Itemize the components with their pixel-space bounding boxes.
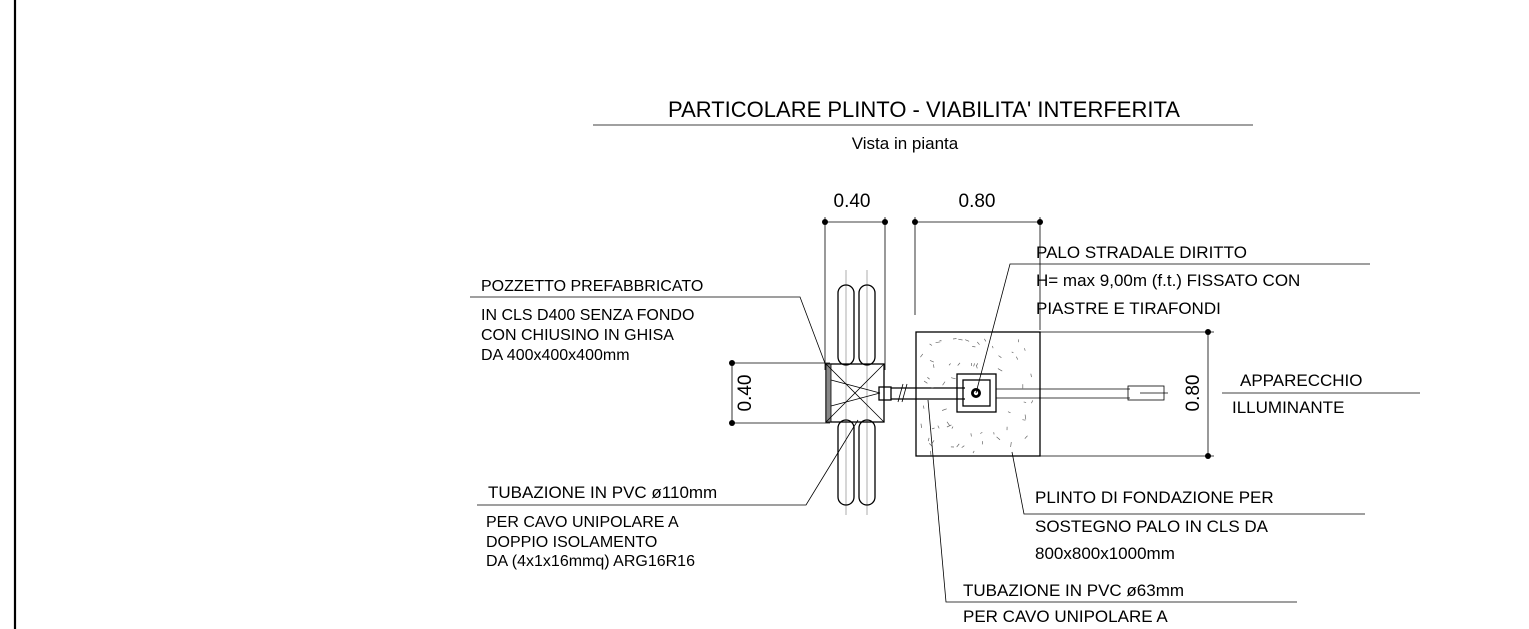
callout-line: PER CAVO UNIPOLARE A — [486, 514, 679, 531]
callout-line: ILLUMINANTE — [1232, 398, 1344, 417]
dimension-value: 0.80 — [959, 191, 996, 212]
callout-line: H= max 9,00m (f.t.) FISSATO CON — [1036, 271, 1300, 290]
hatch-speck — [930, 450, 932, 456]
hatch-speck — [929, 343, 933, 346]
dimension-value: 0.40 — [735, 375, 756, 412]
hatch-speck — [951, 377, 956, 380]
hatch-speck — [980, 432, 983, 434]
hatch-speck — [1010, 442, 1012, 448]
hatch-speck — [935, 341, 941, 344]
hatch-speck — [997, 368, 1003, 372]
leader-tubazione-63 — [927, 399, 1297, 603]
leader-palo — [975, 263, 1370, 394]
hatch-speck — [1024, 348, 1026, 351]
hatch-speck — [976, 363, 979, 366]
callout-palo: PALO STRADALE DIRITTO H= max 9,00m (f.t.… — [1036, 243, 1300, 318]
callout-pozzetto: POZZETTO PREFABBRICATO IN CLS D400 SENZA… — [481, 278, 703, 364]
callout-line: IN CLS D400 SENZA FONDO — [481, 307, 694, 324]
leader-pozzetto — [470, 296, 827, 367]
dimension-value: 0.80 — [1183, 375, 1204, 412]
callout-plinto: PLINTO DI FONDAZIONE PER SOSTEGNO PALO I… — [1035, 488, 1274, 563]
pvc-pipes-110 — [837, 270, 876, 515]
hatch-speck — [946, 424, 952, 428]
hatch-speck — [946, 421, 950, 426]
hatch-speck — [920, 353, 924, 358]
callout-line: 800x800x1000mm — [1035, 544, 1175, 563]
drawing-title: PARTICOLARE PLINTO - VIABILITA' INTERFER… — [668, 97, 1180, 122]
pozzetto-well — [825, 363, 885, 423]
hatch-speck — [961, 445, 965, 448]
hatch-speck — [927, 437, 930, 442]
hatch-speck — [956, 443, 960, 448]
callout-line: TUBAZIONE IN PVC ø110mm — [488, 483, 717, 502]
hatch-speck — [942, 381, 946, 386]
callout-tubazione-110: TUBAZIONE IN PVC ø110mm PER CAVO UNIPOLA… — [486, 483, 717, 570]
hatch-speck — [929, 360, 934, 363]
hatch-speck — [948, 363, 951, 366]
hatch-speck — [933, 364, 935, 368]
hatch-speck — [1022, 419, 1026, 421]
hatch-speck — [1024, 414, 1027, 420]
hatch-speck — [1024, 435, 1028, 439]
hatch-speck — [939, 339, 942, 342]
hatch-speck — [975, 364, 978, 369]
hatch-speck — [992, 345, 994, 349]
hatch-speck — [1031, 400, 1034, 404]
hatch-speck — [941, 408, 947, 411]
hatch-speck — [984, 338, 987, 342]
hatch-speck — [923, 380, 928, 384]
hatch-speck — [958, 338, 963, 341]
hatch-speck — [1015, 356, 1019, 360]
hatch-speck — [927, 377, 930, 380]
hatch-speck — [1030, 373, 1032, 378]
dimension-pozzetto-height: 0.40 — [729, 360, 830, 426]
hatch-speck — [937, 425, 940, 429]
hatch-speck — [923, 405, 925, 409]
hatch-speck — [965, 339, 970, 342]
pvc-conduit-63 — [878, 383, 965, 403]
dimension-value: 0.40 — [834, 191, 871, 212]
hatch-speck — [951, 426, 954, 429]
callout-line: SOSTEGNO PALO IN CLS DA — [1035, 517, 1269, 536]
lighting-arm — [996, 385, 1168, 401]
hatch-speck — [977, 341, 980, 345]
hatch-speck — [1007, 411, 1011, 414]
hatch-speck — [973, 363, 975, 367]
callout-apparecchio: APPARECCHIO ILLUMINANTE — [1232, 371, 1363, 417]
callout-line: DA 400x400x400mm — [481, 347, 630, 364]
plinto-foundation — [915, 331, 1041, 457]
leader-tubazione-110 — [477, 419, 859, 506]
callout-line: POZZETTO PREFABBRICATO — [481, 278, 703, 295]
concrete-hatch — [920, 338, 1034, 456]
callout-line: PIASTRE E TIRAFONDI — [1036, 299, 1221, 318]
hatch-speck — [1023, 401, 1027, 403]
dimension-plinto-width: 0.80 — [912, 191, 1043, 330]
dimension-pozzetto-width: 0.40 — [822, 191, 888, 370]
callout-line: DOPPIO ISOLAMENTO — [486, 534, 657, 551]
callout-line: PLINTO DI FONDAZIONE PER — [1035, 488, 1274, 507]
hatch-speck — [998, 355, 1002, 358]
callout-line: DA (4x1x16mmq) ARG16R16 — [486, 553, 695, 570]
hatch-speck — [931, 427, 935, 430]
hatch-speck — [957, 362, 961, 366]
hatch-speck — [972, 450, 975, 454]
hatch-speck — [952, 338, 957, 340]
callout-line: PER CAVO UNIPOLARE A — [963, 607, 1168, 626]
hatch-speck — [920, 423, 922, 428]
callout-line: TUBAZIONE IN PVC ø63mm — [963, 581, 1184, 600]
hatch-speck — [931, 440, 935, 444]
drawing-subtitle: Vista in pianta — [852, 134, 959, 153]
hatch-speck — [1011, 351, 1014, 354]
hatch-speck — [996, 436, 1001, 441]
callout-line: APPARECCHIO — [1240, 371, 1363, 390]
leader-plinto — [1011, 451, 1365, 515]
hatch-speck — [970, 433, 972, 437]
callout-tubazione-63: TUBAZIONE IN PVC ø63mm PER CAVO UNIPOLAR… — [963, 581, 1184, 626]
dimension-plinto-height: 0.80 — [1040, 329, 1214, 459]
callout-line: PALO STRADALE DIRITTO — [1036, 243, 1247, 262]
callout-line: CON CHIUSINO IN GHISA — [481, 327, 674, 344]
